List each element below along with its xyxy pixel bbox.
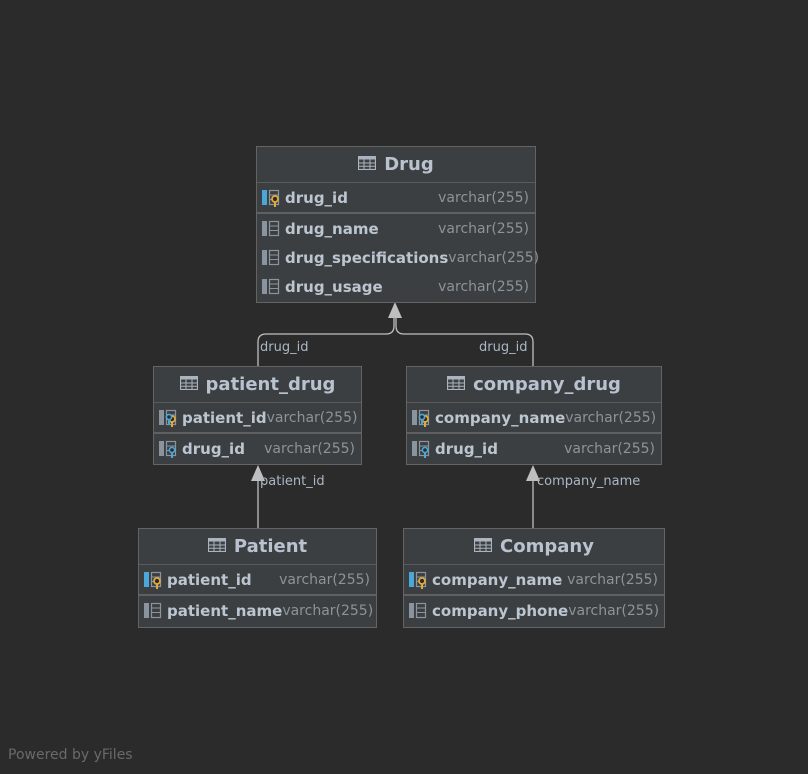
- edge-label-drug-id-right: drug_id: [479, 340, 528, 355]
- column-type: varchar(255): [438, 189, 529, 206]
- column-name: company_name: [435, 408, 566, 427]
- table-header[interactable]: patient_drug: [154, 367, 361, 403]
- edge-label-company-name: company_name: [537, 474, 641, 489]
- column-row[interactable]: drug_name varchar(255): [257, 214, 535, 243]
- column-name: patient_id: [182, 408, 267, 427]
- column-icon: [261, 248, 281, 268]
- table-icon: [446, 374, 466, 395]
- column-type: varchar(255): [266, 409, 358, 426]
- key-divider: [154, 432, 361, 434]
- table-icon: [358, 154, 377, 175]
- column-name: drug_id: [285, 188, 348, 207]
- column-icon: [261, 277, 281, 297]
- column-name: drug_usage: [285, 277, 383, 296]
- key-divider: [404, 594, 664, 596]
- key-divider: [257, 212, 535, 214]
- column-name: company_phone: [432, 601, 569, 620]
- column-name: drug_id: [435, 439, 498, 458]
- primary-key-icon: [261, 188, 281, 208]
- table-title: patient_drug: [205, 374, 336, 395]
- key-divider: [139, 594, 376, 596]
- column-type: varchar(255): [264, 440, 355, 457]
- column-row[interactable]: drug_id varchar(255): [407, 434, 661, 463]
- column-type: varchar(255): [564, 440, 655, 457]
- column-name: company_name: [432, 570, 563, 589]
- column-type: varchar(255): [568, 602, 660, 619]
- table-header[interactable]: company_drug: [407, 367, 661, 403]
- column-name: patient_name: [167, 601, 283, 620]
- table-icon: [207, 536, 226, 557]
- column-type: varchar(255): [448, 249, 540, 266]
- column-row[interactable]: drug_id varchar(255): [154, 434, 361, 463]
- table-title: Company: [500, 536, 594, 557]
- table-icon: [473, 536, 493, 557]
- edge-label-drug-id-left: drug_id: [260, 340, 309, 355]
- column-type: varchar(255): [282, 602, 374, 619]
- primary-key-icon: [408, 570, 428, 590]
- primary-key-icon: [411, 408, 431, 428]
- primary-key-icon: [143, 570, 163, 590]
- table-header[interactable]: Company: [404, 529, 664, 565]
- column-row[interactable]: drug_id varchar(255): [257, 183, 535, 212]
- table-header[interactable]: Drug: [257, 147, 535, 183]
- table-header[interactable]: Patient: [139, 529, 376, 565]
- foreign-key-icon: [411, 439, 431, 459]
- column-type: varchar(255): [438, 220, 529, 237]
- column-icon: [261, 219, 281, 239]
- edge-company-drug-to-drug: [395, 318, 534, 367]
- column-type: varchar(255): [567, 571, 658, 588]
- foreign-key-icon: [158, 439, 178, 459]
- column-type: varchar(255): [565, 409, 657, 426]
- arrowhead-patient-drug: [251, 465, 265, 481]
- table-drug[interactable]: Drug drug_id varchar(255) drug_name varchar(…: [256, 146, 539, 303]
- column-type: varchar(255): [279, 571, 370, 588]
- column-type: varchar(255): [438, 278, 529, 295]
- column-icon: [143, 601, 163, 621]
- edge-label-patient-id: patient_id: [260, 474, 325, 489]
- table-title: company_drug: [473, 374, 621, 395]
- column-name: patient_id: [167, 570, 252, 589]
- table-icon: [179, 374, 198, 395]
- column-row[interactable]: patient_id varchar(255): [139, 565, 376, 594]
- edge-patient-drug-to-drug: [257, 318, 395, 367]
- arrowhead-drug: [388, 302, 402, 318]
- powered-by-footer: Powered by yFiles: [8, 747, 133, 763]
- column-name: drug_name: [285, 219, 379, 238]
- key-divider: [407, 432, 661, 434]
- column-icon: [408, 601, 428, 621]
- column-name: drug_specifications: [285, 248, 449, 267]
- column-row[interactable]: drug_usage varchar(255): [257, 272, 535, 301]
- column-name: drug_id: [182, 439, 245, 458]
- table-title: Drug: [384, 154, 434, 175]
- table-title: Patient: [233, 536, 308, 557]
- primary-key-icon: [158, 408, 178, 428]
- arrowhead-company-drug: [526, 465, 540, 481]
